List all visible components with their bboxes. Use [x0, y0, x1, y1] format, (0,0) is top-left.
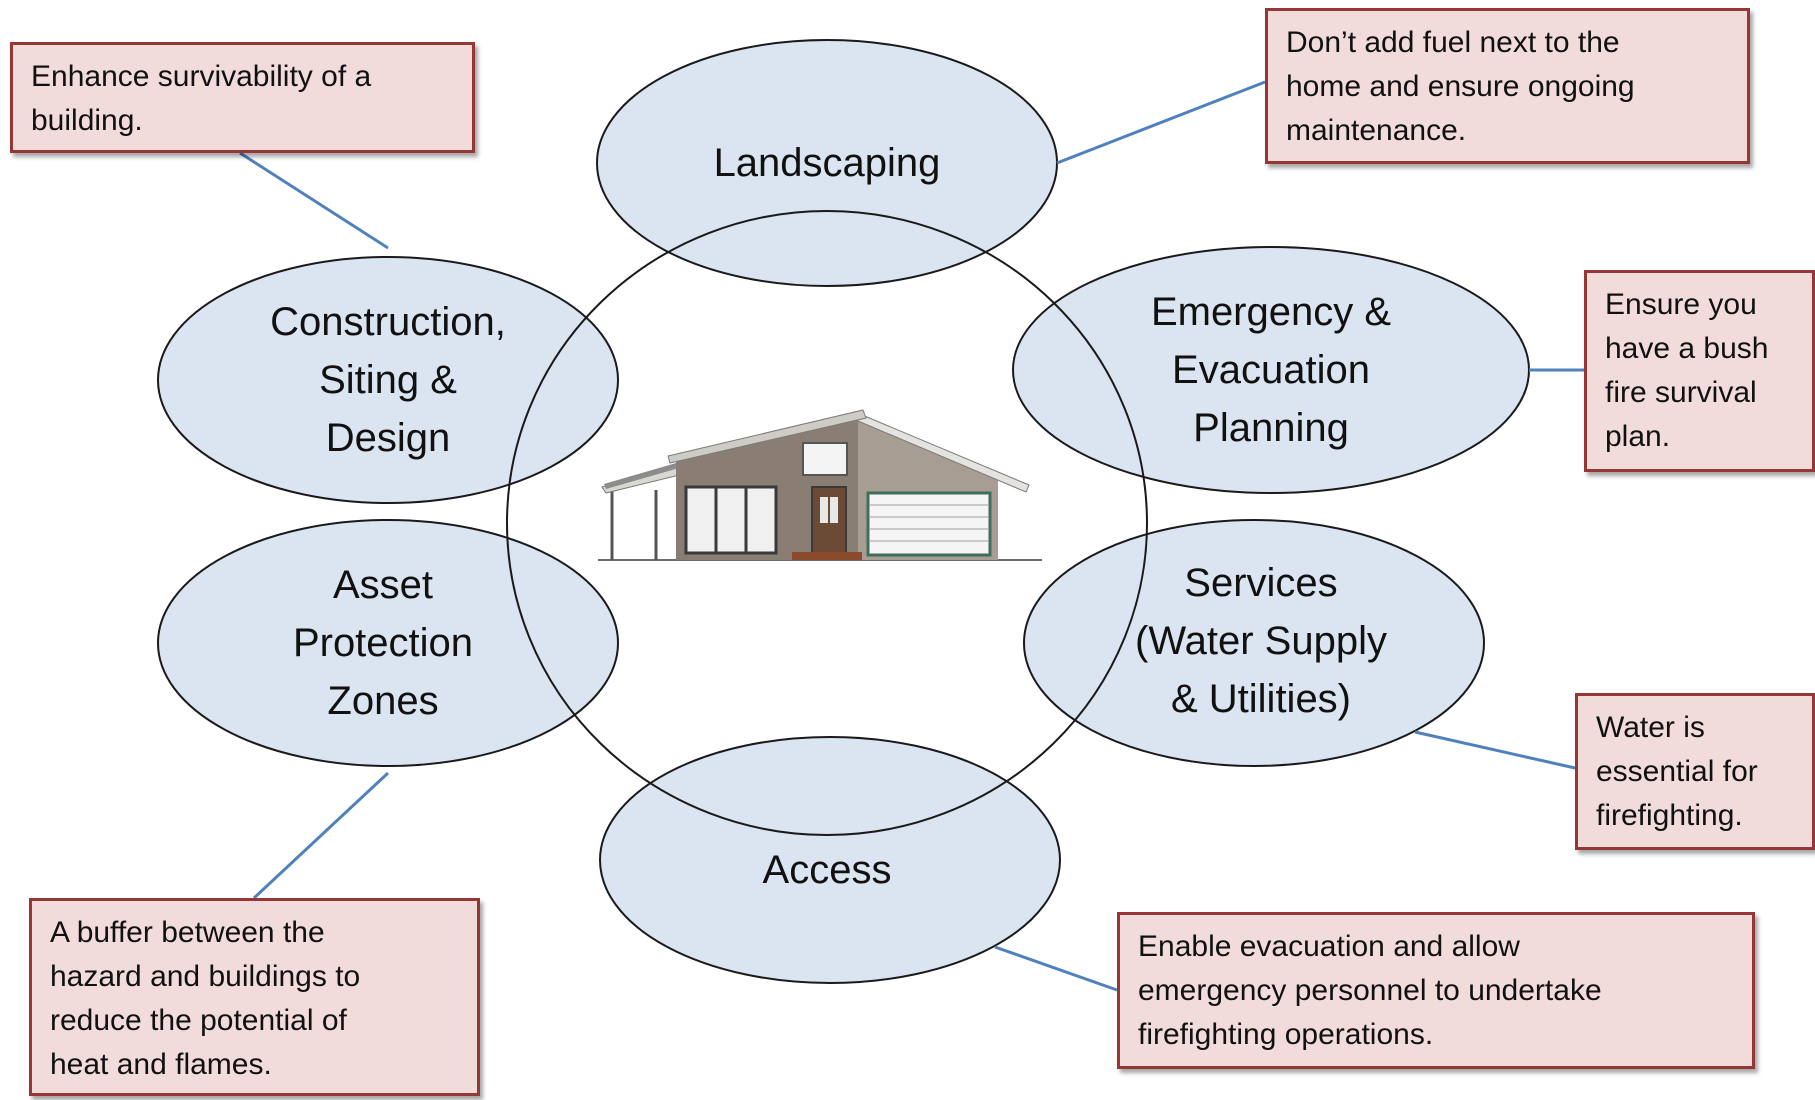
note-emergency-text: Ensure you have a bush fire survival pla…	[1605, 288, 1769, 453]
note-services: Water is essential for firefighting.	[1575, 693, 1815, 850]
connector-access	[994, 945, 1118, 992]
category-apz: Asset Protection Zones	[183, 553, 583, 733]
services-ellipse	[1023, 519, 1485, 767]
category-emergency-label: Emergency & Evacuation Planning	[1150, 290, 1392, 450]
note-landscaping-text: Don’t add fuel next to the home and ensu…	[1286, 26, 1635, 147]
note-services-text: Water is essential for firefighting.	[1596, 711, 1758, 832]
category-landscaping: Landscaping	[627, 93, 1027, 233]
category-access-label: Access	[762, 848, 892, 892]
note-access-text: Enable evacuation and allow emergency pe…	[1138, 930, 1602, 1051]
apz-ellipse	[157, 519, 619, 767]
category-apz-label: Asset Protection Zones	[292, 563, 474, 723]
construction-ellipse	[157, 256, 619, 504]
access-ellipse	[599, 736, 1061, 984]
note-apz-text: A buffer between the hazard and building…	[50, 916, 361, 1081]
category-emergency: Emergency & Evacuation Planning	[1071, 280, 1471, 460]
category-landscaping-label: Landscaping	[713, 141, 941, 185]
note-construction: Enhance survivability of a building.	[10, 42, 475, 153]
house-icon	[598, 409, 1042, 561]
note-access: Enable evacuation and allow emergency pe…	[1117, 912, 1755, 1069]
note-emergency: Ensure you have a bush fire survival pla…	[1584, 270, 1815, 472]
note-construction-text: Enhance survivability of a building.	[31, 60, 372, 137]
connector-services	[1414, 730, 1576, 770]
note-landscaping: Don’t add fuel next to the home and ensu…	[1265, 8, 1750, 164]
category-services: Services (Water Supply & Utilities)	[1061, 551, 1461, 731]
central-circle	[506, 210, 1148, 836]
connector-landscaping	[1056, 80, 1266, 165]
connector-apz	[252, 771, 390, 900]
category-construction-label: Construction, Siting & Design	[270, 300, 506, 460]
note-apz: A buffer between the hazard and building…	[29, 898, 480, 1096]
category-access: Access	[627, 800, 1027, 940]
connector-construction	[239, 151, 389, 250]
category-construction: Construction, Siting & Design	[188, 290, 588, 470]
category-services-label: Services (Water Supply & Utilities)	[1135, 561, 1387, 721]
